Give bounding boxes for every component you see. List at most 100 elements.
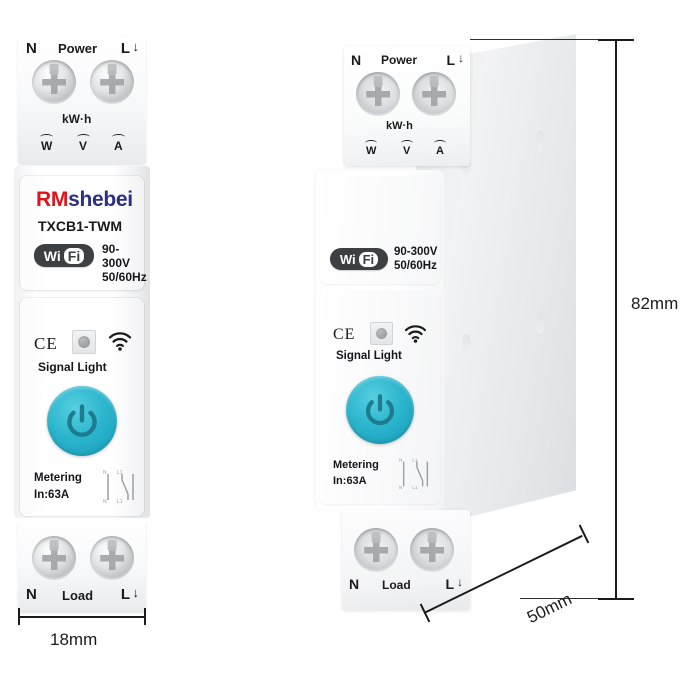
dimension-width-tick-left — [18, 608, 20, 625]
signal-light-indicator-3d — [370, 322, 393, 345]
meta-symbol-w-text: W — [41, 139, 53, 153]
svg-text:N: N — [399, 485, 403, 491]
power-symbol-icon-3d — [366, 394, 394, 426]
meta-symbol-a-3d: A — [434, 140, 446, 158]
terminal-arrow-down-top-3d: ↓ — [458, 51, 464, 65]
brand-logo: RMshebei — [36, 188, 133, 212]
side-rivet-4 — [536, 312, 545, 334]
metering-label-3d: Metering — [333, 459, 379, 471]
ce-mark-icon-3d: CE — [333, 326, 356, 343]
wifi-badge-wi-3d: Wi — [339, 251, 356, 267]
metering-label: Metering — [34, 472, 82, 484]
screw-terminal-l-bottom-3d[interactable] — [410, 528, 454, 572]
svg-text:N: N — [103, 470, 107, 476]
top-terminal-block-3d: N Power L ↓ kW·h W V A — [344, 46, 470, 166]
screw-terminal-l-bottom[interactable] — [90, 536, 134, 580]
control-panel-3d: CE Signal Light Metering In:63A — [320, 290, 440, 504]
svg-text:N: N — [399, 458, 403, 464]
screw-terminal-n-top-3d[interactable] — [356, 72, 400, 116]
power-button[interactable] — [47, 386, 117, 456]
meta-symbol-v-3d: V — [401, 140, 413, 158]
unit-label-kwh-3d: kW·h — [386, 120, 413, 132]
power-symbol-icon — [67, 404, 97, 437]
terminal-label-power-3d: Power — [381, 53, 418, 67]
meta-symbol-v: V — [77, 134, 90, 154]
voltage-spec: 90-300V 50/60Hz — [102, 242, 147, 284]
signal-light-label-3d: Signal Light — [336, 350, 402, 362]
signal-light-dot-3d — [376, 328, 387, 339]
terminal-label-l-top-3d: L — [446, 52, 455, 68]
meta-symbol-a-text: A — [114, 139, 123, 153]
breaker-schematic-icon: N L1 N L1 — [103, 470, 134, 505]
wifi-badge-wi: Wi — [43, 247, 61, 264]
model-number: TXCB1-TWM — [38, 218, 122, 234]
voltage-range: 90-300V — [102, 242, 131, 271]
power-button-3d[interactable] — [346, 376, 414, 444]
side-rivet-3 — [462, 334, 471, 356]
screw-terminal-l-top-3d[interactable] — [412, 72, 456, 116]
voltage-range-3d: 90-300V — [394, 246, 438, 258]
signal-light-dot — [78, 336, 90, 348]
meta-symbol-w-3d: W — [365, 140, 377, 158]
screw-terminal-n-top[interactable] — [32, 60, 76, 104]
dimension-height-tick-top — [598, 39, 634, 41]
device-perspective-view: N Power L ↓ kW·h W V A W — [296, 24, 596, 634]
terminal-label-l-top: L — [120, 40, 130, 57]
frequency-range: 50/60Hz — [102, 270, 147, 285]
voltage-spec-3d: 90-300V 50/60Hz — [394, 246, 437, 273]
screw-terminal-l-top[interactable] — [90, 60, 134, 104]
meta-symbol-v-3d-text: V — [403, 145, 411, 157]
device-front-view: N Power L ↓ kW·h W V A — [14, 36, 150, 612]
svg-text:L1: L1 — [117, 499, 123, 505]
brand-logo-shebei: shebei — [68, 188, 133, 211]
screw-terminal-n-bottom[interactable] — [32, 536, 76, 580]
meta-symbol-v-text: V — [79, 139, 88, 153]
terminal-arrow-down-bottom: ↓ — [132, 585, 140, 600]
terminal-arrow-down-bottom-3d: ↓ — [457, 575, 463, 589]
terminal-label-n-top: N — [26, 40, 37, 57]
dimension-height-tick-bottom — [598, 598, 634, 600]
dimension-height-leader-bottom — [520, 598, 612, 600]
side-rivet-2 — [536, 130, 545, 152]
terminal-label-load-3d: Load — [382, 578, 411, 592]
bottom-terminal-block: N Load L ↓ — [18, 522, 146, 612]
signal-light-indicator — [72, 330, 96, 354]
terminal-arrow-down-top: ↓ — [132, 39, 140, 54]
meta-symbol-w: W — [40, 134, 53, 154]
terminal-label-power: Power — [58, 41, 98, 56]
brand-logo-rm: RM — [36, 188, 69, 211]
wifi-signal-icon-3d — [404, 325, 427, 343]
dimension-width-line — [18, 616, 146, 618]
metering-current-3d: In:63A — [333, 474, 367, 487]
bottom-terminal-block-3d: N Load L ↓ — [342, 510, 470, 610]
svg-text:N: N — [103, 499, 107, 505]
dimension-width-tick-right — [144, 608, 146, 625]
frequency-range-3d: 50/60Hz — [394, 259, 437, 272]
control-panel: CE Signal Light Metering In:63A — [20, 298, 144, 516]
terminal-label-l-bottom: L — [120, 586, 130, 603]
metering-info-3d: Metering In:63A — [333, 458, 379, 490]
terminal-label-l-bottom-3d: L — [445, 576, 454, 592]
meta-symbol-a-3d-text: A — [436, 145, 444, 157]
metering-info: Metering In:63A — [34, 470, 82, 503]
svg-text:L1: L1 — [412, 485, 418, 491]
wifi-signal-icon — [108, 332, 132, 351]
signal-light-label: Signal Light — [38, 360, 107, 374]
wifi-badge-fi: Fi — [63, 247, 85, 264]
terminal-label-load: Load — [62, 588, 94, 603]
screw-terminal-n-bottom-3d[interactable] — [354, 528, 398, 572]
wifi-badge-fi-3d: Fi — [358, 251, 379, 267]
meta-symbol-a: A — [112, 134, 125, 154]
dimension-height-line — [615, 40, 617, 600]
svg-text:L1: L1 — [412, 458, 418, 464]
dimension-width-label: 18mm — [50, 630, 98, 649]
meta-symbol-w-3d-text: W — [366, 145, 377, 157]
terminal-label-n-bottom-3d: N — [349, 576, 360, 592]
side-rivet-1 — [462, 156, 471, 178]
top-terminal-block: N Power L ↓ kW·h W V A — [18, 36, 146, 164]
